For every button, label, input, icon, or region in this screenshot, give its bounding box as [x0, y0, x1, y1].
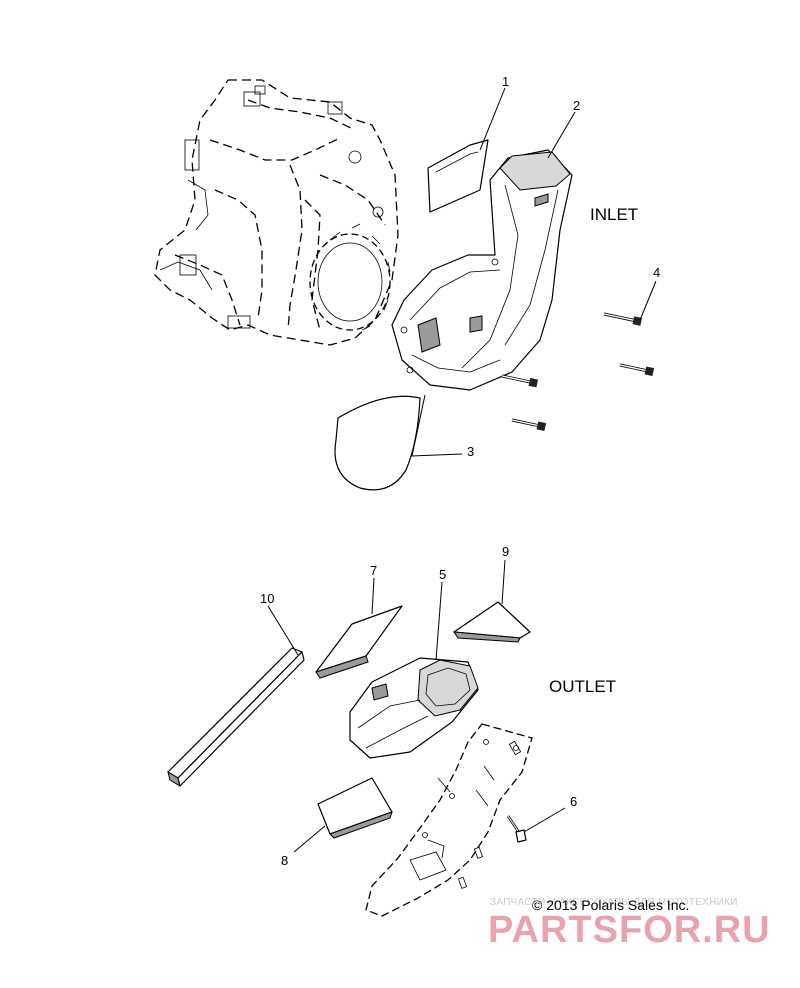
copyright-notice: © 2013 Polaris Sales Inc. [532, 897, 689, 913]
callout-2: 2 [573, 98, 580, 113]
callout-1: 1 [502, 74, 509, 89]
section-label-outlet: OUTLET [549, 677, 616, 696]
part-5-outlet-duct [349, 657, 479, 759]
part-3-seal [334, 395, 421, 491]
part-9-foam-wedge [453, 601, 531, 643]
part-4-bolts [501, 312, 655, 431]
callout-8: 8 [281, 853, 288, 868]
part-6-screw [506, 815, 527, 843]
callout-5: 5 [439, 567, 446, 582]
callout-3: 3 [467, 444, 474, 459]
part-8-foam-wedge [317, 777, 393, 839]
part-10-foam-strip [167, 647, 305, 788]
callout-6: 6 [570, 794, 577, 809]
watermark-tagline: ЗАПЧАСТИ И АКСЕССУАРЫ ДЛЯ МОТОТЕХНИКИ [490, 897, 738, 908]
bracket-phantom-outline [365, 723, 533, 917]
callout-7: 7 [370, 563, 377, 578]
outlet-leader-lines [267, 559, 566, 853]
watermark-brand: PARTSFOR.RU [488, 909, 771, 951]
callout-4: 4 [653, 265, 660, 280]
part-2-inlet-duct [391, 149, 573, 391]
part-7-foam-pad [315, 605, 403, 679]
callout-10: 10 [260, 591, 274, 606]
engine-phantom-outline [154, 79, 399, 346]
callout-9: 9 [502, 544, 509, 559]
section-label-inlet: INLET [590, 205, 638, 224]
part-1-gasket-plate [427, 139, 489, 213]
inlet-leader-lines [411, 87, 657, 457]
